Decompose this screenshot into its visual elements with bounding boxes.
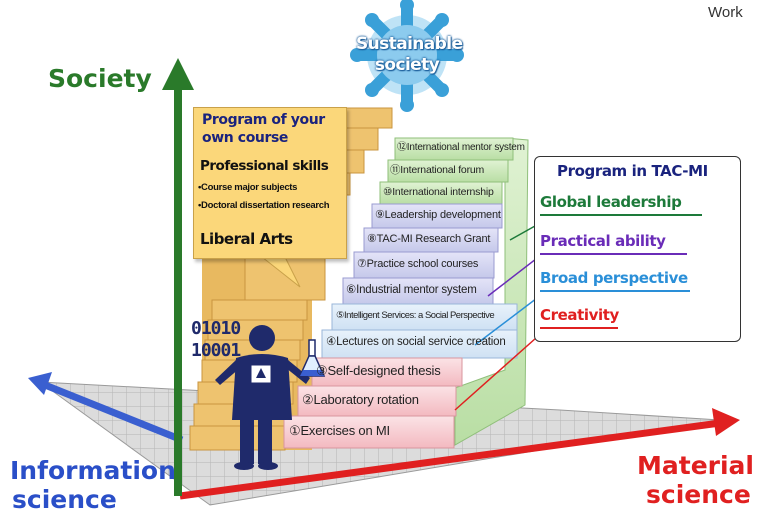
step-label-10: ⑩International internship [383, 186, 494, 198]
step-1 [283, 415, 455, 449]
tac-item-global-leadership: Global leadership [540, 193, 682, 211]
badge-text-line-1: Sustainable [356, 34, 463, 54]
information-axis-arrowhead [28, 372, 52, 395]
tac-item-broad-perspective: Broad perspective [540, 269, 688, 287]
flask-icon [298, 339, 326, 377]
step-label-9: ⑨Leadership development [375, 209, 501, 221]
step-4 [321, 329, 518, 359]
step-7 [353, 251, 495, 279]
step-8 [363, 227, 499, 253]
material-axis-line [179, 419, 721, 500]
step-label-1: ①Exercises on MI [289, 423, 390, 438]
information-axis-line [38, 379, 184, 444]
step-9 [371, 203, 503, 229]
society-axis-arrowhead [162, 58, 194, 90]
graduate-figure-icon [215, 325, 310, 470]
tac-item-practical-underline [540, 253, 687, 255]
step-label-7: ⑦Practice school courses [357, 258, 479, 270]
material-axis-label-line-2: science [646, 480, 751, 509]
stair-side-wall [454, 137, 529, 446]
tac-item-global-underline [540, 214, 702, 216]
professional-item-1: •Course major subjects [198, 182, 298, 193]
connector-broad [474, 291, 546, 346]
information-axis-label-line-1: Information [10, 456, 176, 485]
own-program-box: Program of your own course Professional … [193, 107, 347, 259]
step-label-11: ⑪International forum [390, 164, 485, 176]
sustainable-society-badge [350, 0, 464, 112]
step-label-5: ⑤Intelligent Services: a Social Perspect… [336, 310, 495, 321]
binary-line-1: 01010 [191, 318, 241, 339]
tac-program-box: Program in TAC-MI Global leadership Prac… [534, 156, 741, 342]
tac-item-creativity: Creativity [540, 306, 619, 324]
step-label-6: ⑥Industrial mentor system [346, 284, 477, 296]
tac-item-practical-ability: Practical ability [540, 232, 666, 250]
material-axis-arrowhead [712, 408, 740, 436]
tac-item-broad-underline [540, 290, 690, 292]
step-label-3: ③Self-designed thesis [316, 363, 441, 378]
information-axis-label-line-2: science [12, 485, 117, 514]
tac-item-creativity-underline [540, 327, 618, 329]
professional-item-2: •Doctoral dissertation research [198, 200, 330, 211]
liberal-arts-heading: Liberal Arts [200, 230, 293, 248]
binary-line-2: 10001 [191, 340, 241, 361]
material-axis-label-line-1: Material [637, 451, 754, 480]
own-program-title-line-1: Program of your [202, 112, 325, 128]
professional-skills-heading: Professional skills [200, 158, 329, 174]
step-6 [342, 277, 494, 305]
society-axis-label: Society [48, 64, 152, 93]
corner-label: Work [708, 4, 743, 21]
step-label-4: ④Lectures on social service creation [326, 336, 506, 348]
step-3 [311, 357, 463, 387]
step-5 [331, 303, 518, 331]
own-program-title-line-2: own course [202, 130, 289, 146]
tac-program-title: Program in TAC-MI [557, 162, 708, 180]
step-label-2: ②Laboratory rotation [302, 392, 419, 407]
step-label-12: ⑫International mentor system [397, 142, 525, 153]
step-2 [297, 385, 457, 417]
badge-text-line-2: society [374, 55, 440, 75]
connector-creativity [454, 329, 546, 411]
step-label-8: ⑧TAC-MI Research Grant [367, 233, 491, 245]
